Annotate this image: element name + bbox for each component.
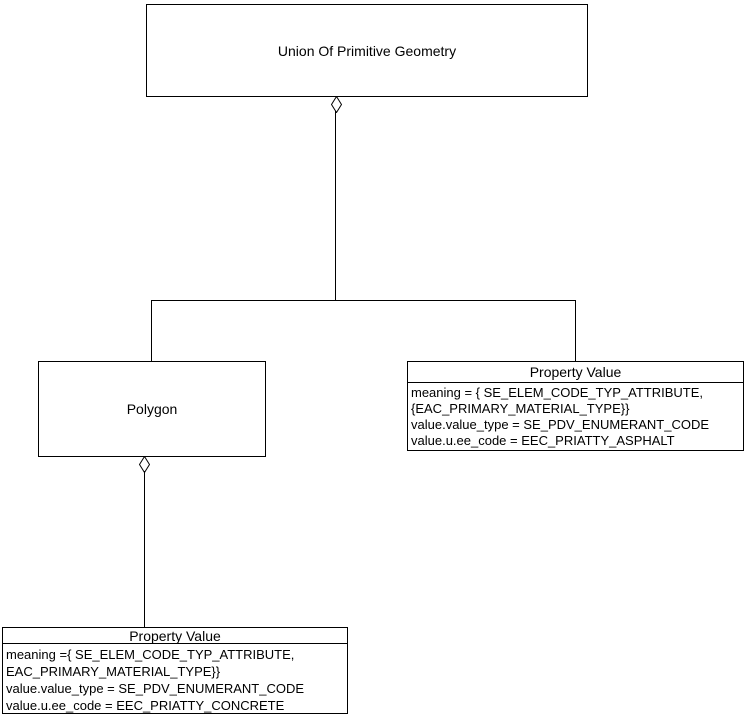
attribute-line: value.value_type = SE_PDV_ENUMERANT_CODE bbox=[6, 681, 305, 696]
node-title: Property Value bbox=[408, 362, 743, 383]
node-polygon: Polygon bbox=[38, 361, 266, 457]
node-union-label: Union Of Primitive Geometry bbox=[277, 42, 457, 59]
connector-line-union-trunk bbox=[335, 111, 336, 301]
attribute-line: {EAC_PRIMARY_MATERIAL_TYPE}} bbox=[411, 401, 630, 416]
attribute-line: value.value_type = SE_PDV_ENUMERANT_CODE bbox=[411, 417, 710, 432]
attribute-line: value.u.ee_code = EEC_PRIATTY_CONCRETE bbox=[6, 698, 285, 713]
connector-line-to-polygon bbox=[151, 300, 152, 362]
node-title: Property Value bbox=[3, 628, 347, 644]
connector-line-to-property-value-right bbox=[575, 300, 576, 362]
attribute-line: meaning = { SE_ELEM_CODE_TYP_ATTRIBUTE, bbox=[411, 385, 704, 400]
attribute-line: EAC_PRIMARY_MATERIAL_TYPE}} bbox=[6, 664, 221, 679]
node-attributes: meaning ={ SE_ELEM_CODE_TYP_ATTRIBUTE, E… bbox=[3, 644, 347, 714]
connector-line-branch bbox=[151, 300, 576, 301]
node-attributes: meaning = { SE_ELEM_CODE_TYP_ATTRIBUTE, … bbox=[408, 383, 743, 449]
aggregation-diamond-icon bbox=[331, 96, 342, 113]
attribute-line: meaning ={ SE_ELEM_CODE_TYP_ATTRIBUTE, bbox=[6, 647, 295, 662]
node-polygon-label: Polygon bbox=[126, 401, 178, 417]
node-property-value-concrete: Property Value meaning ={ SE_ELEM_CODE_T… bbox=[2, 627, 348, 714]
node-union-of-primitive-geometry: Union Of Primitive Geometry bbox=[146, 4, 588, 97]
attribute-line: value.u.ee_code = EEC_PRIATTY_ASPHALT bbox=[411, 433, 675, 448]
node-property-value-asphalt: Property Value meaning = { SE_ELEM_CODE_… bbox=[407, 361, 744, 451]
connector-line-polygon-to-property-value bbox=[144, 471, 145, 628]
